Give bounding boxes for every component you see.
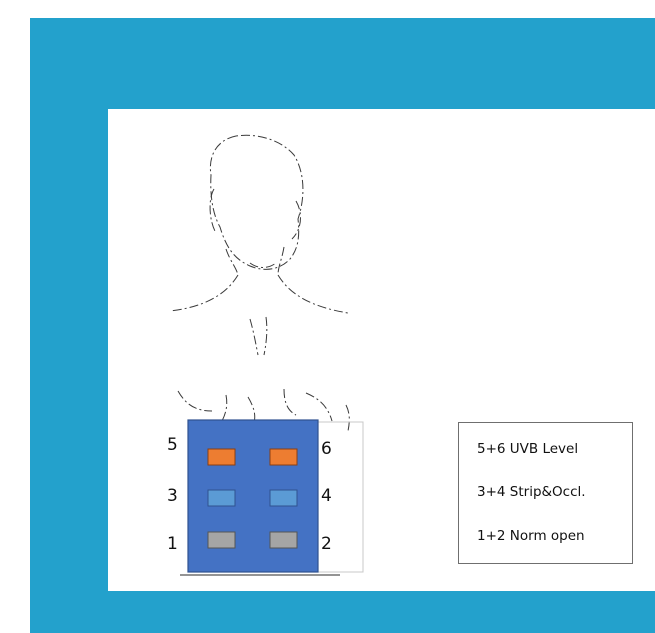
legend-box: 5+6 UVB Level 3+4 Strip&Occl. 1+2 Norm o…: [458, 422, 633, 564]
site-number-2: 2: [321, 534, 332, 554]
head-outline: [210, 135, 303, 275]
uvb-site-5: [208, 449, 235, 465]
legend-item-uvb-level: 5+6 UVB Level: [477, 441, 578, 457]
site-number-5: 5: [167, 435, 178, 455]
strip-occl-site-4: [270, 490, 297, 506]
legend-item-strip-occl: 3+4 Strip&Occl.: [477, 484, 586, 500]
shoulders-outline: [170, 275, 349, 431]
norm-open-site-1: [208, 532, 235, 548]
legend-item-norm-open: 1+2 Norm open: [477, 528, 585, 544]
uvb-site-6: [270, 449, 297, 465]
site-number-4: 4: [321, 486, 332, 506]
site-number-3: 3: [167, 486, 178, 506]
site-number-6: 6: [321, 439, 332, 459]
norm-open-site-2: [270, 532, 297, 548]
diagram-canvas: 5 6 3 4 1 2 5+6 UVB Level 3+4 Strip&Occl…: [108, 109, 655, 591]
site-number-1: 1: [167, 534, 178, 554]
strip-occl-site-3: [208, 490, 235, 506]
blue-frame: 5 6 3 4 1 2 5+6 UVB Level 3+4 Strip&Occl…: [30, 18, 655, 633]
